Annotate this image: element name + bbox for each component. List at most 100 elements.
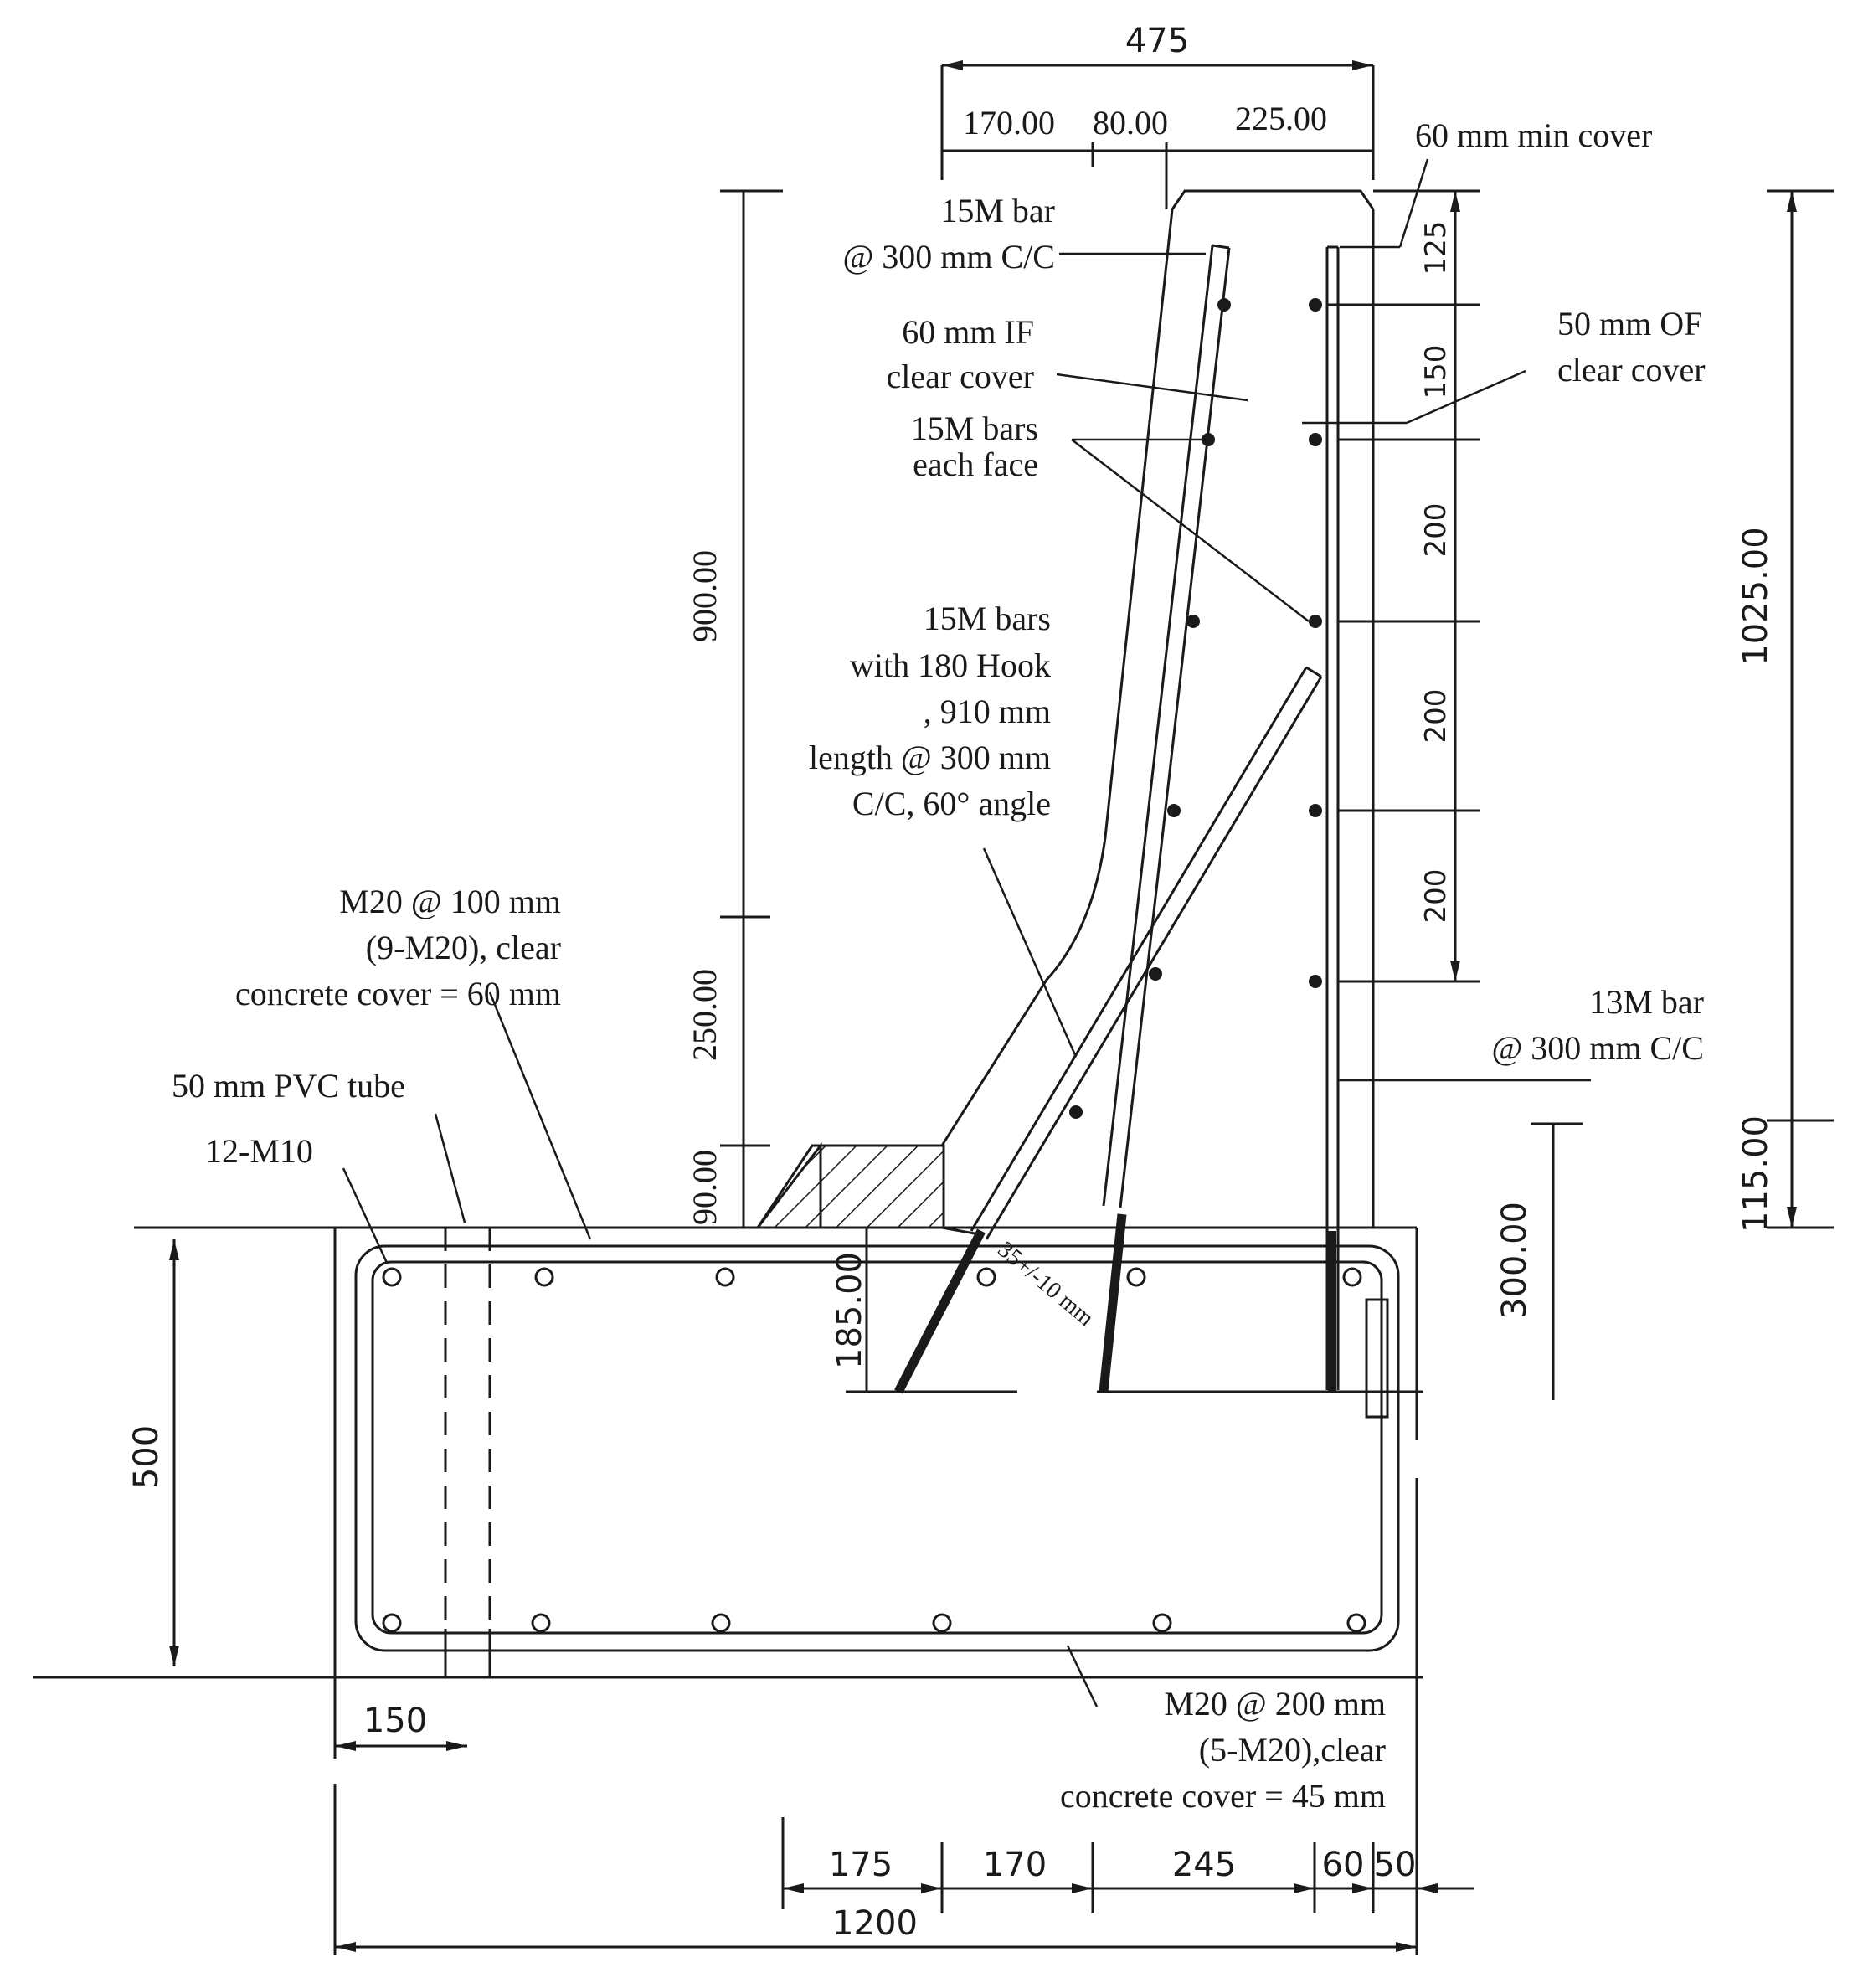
inclined-bar-b [1119, 247, 1231, 1208]
dim-spacing-200-b: 200 [1419, 689, 1453, 744]
dim-1200: 1200 [832, 1904, 918, 1943]
dim-170-bottom: 170 [983, 1846, 1047, 1884]
leader-lines [342, 158, 1591, 1707]
slab-bar-top [382, 1267, 402, 1287]
rebar-dot [1167, 804, 1181, 817]
leader-slab-bottom [1066, 1645, 1099, 1707]
rebar-dot [1309, 975, 1322, 988]
dim-150: 150 [363, 1702, 427, 1740]
hook-bar-anchor [894, 1228, 986, 1394]
label-top-bar-2: @ 300 mm C/C [842, 238, 1055, 276]
label-slab-top-2: (9-M20), clear [366, 929, 561, 966]
label-slab-bottom-3: concrete cover = 45 mm [1060, 1777, 1386, 1815]
rebar-dot [1069, 1105, 1083, 1119]
dim-475: 475 [1125, 22, 1189, 60]
arrowhead [1450, 191, 1460, 212]
hook-bar-cap [1305, 666, 1322, 678]
slab-bar-top [715, 1267, 735, 1287]
dim-175: 175 [829, 1846, 893, 1884]
leader-of-cover [1406, 369, 1526, 425]
inclined-bar-a [1102, 245, 1214, 1207]
arrowhead [169, 1239, 179, 1260]
rebar-dot [1309, 615, 1322, 628]
arrowhead [335, 1741, 356, 1751]
label-slab-top-3: concrete cover = 60 mm [235, 975, 561, 1012]
label-hook-1: 15M bars [924, 600, 1051, 637]
inclined-bar-anchor [1099, 1213, 1127, 1393]
slab-bar-bottom [382, 1613, 402, 1633]
arrowhead [1352, 60, 1373, 70]
dim-170: 170.00 [963, 104, 1055, 142]
rebar-dot [1149, 967, 1162, 981]
wall-front-face [940, 209, 1174, 1146]
rebar-dot [1217, 298, 1231, 312]
arrowhead [1072, 1883, 1093, 1893]
rebar-group [354, 244, 1400, 1677]
wall-cap [1171, 189, 1375, 210]
label-hook-5: C/C, 60° angle [852, 785, 1051, 822]
arrowhead [1787, 1207, 1797, 1228]
dim-50: 50 [1374, 1846, 1417, 1884]
slab-bar-top [976, 1267, 996, 1287]
slab-bar-top [1126, 1267, 1146, 1287]
slab-bar-bottom [711, 1613, 731, 1633]
arrowhead [446, 1741, 467, 1751]
arrowhead [1450, 961, 1460, 981]
dim-250: 250.00 [686, 969, 723, 1061]
arrowheads [169, 60, 1797, 1952]
arrowhead [1396, 1942, 1417, 1952]
rebar-dot [1186, 615, 1200, 628]
label-if-cover-2: clear cover [886, 358, 1034, 395]
dim-245: 245 [1172, 1846, 1236, 1884]
label-min-cover: 60 mm min cover [1415, 116, 1652, 154]
label-top-bar-1: 15M bar [940, 192, 1055, 229]
dim-225: 225.00 [1235, 100, 1327, 137]
dim-90: 90.00 [686, 1150, 723, 1225]
rebar-dot [1309, 804, 1322, 817]
dim-900: 900.00 [686, 550, 723, 642]
slab-bar-bottom [1152, 1613, 1172, 1633]
slab-bar-top [534, 1267, 554, 1287]
angle-tolerance: 35+/-10 mm [993, 1237, 1099, 1332]
label-stirrup-1: 13M bar [1589, 983, 1704, 1021]
label-hook-2: with 180 Hook [850, 646, 1051, 684]
dim-spacing-125: 125 [1419, 221, 1453, 276]
label-of-cover-1: 50 mm OF [1557, 305, 1702, 342]
hatched-pad-ramp [754, 1141, 822, 1229]
dim-1025: 1025.00 [1737, 527, 1775, 665]
dim-60: 60 [1322, 1846, 1365, 1884]
dim-spacing-200-c: 200 [1419, 869, 1453, 924]
hook-bar-b [985, 676, 1323, 1240]
label-each-face-2: each face [913, 445, 1038, 483]
dim-spacing-200-a: 200 [1419, 503, 1453, 558]
label-stirrup-2: @ 300 mm C/C [1491, 1029, 1704, 1067]
arrowhead [335, 1942, 356, 1952]
dim-115: 115.00 [1737, 1115, 1775, 1233]
slab-bar-bottom [932, 1613, 952, 1633]
label-of-cover-2: clear cover [1557, 351, 1706, 389]
leader-min-cover [1398, 158, 1429, 248]
label-hook-3: , 910 mm [924, 693, 1051, 730]
annotation-text: 60 mm min cover 15M bar @ 300 mm C/C 60 … [172, 116, 1706, 1815]
hook-bar-a [970, 667, 1308, 1232]
arrowhead [783, 1883, 804, 1893]
slab-bar-bottom [531, 1613, 551, 1633]
arrowhead [169, 1646, 179, 1666]
dim-80: 80.00 [1093, 104, 1168, 142]
slab-stirrup-inner [371, 1260, 1383, 1635]
leader-pvc [434, 1113, 466, 1223]
label-slab-bottom-1: M20 @ 200 mm [1164, 1685, 1386, 1723]
rebar-dot [1309, 298, 1322, 312]
leader-hook [982, 847, 1078, 1058]
dim-300: 300.00 [1495, 1202, 1534, 1319]
arrowhead [1352, 1883, 1373, 1893]
slab-bar-bottom [1346, 1613, 1366, 1633]
dim-spacing-150: 150 [1419, 345, 1453, 399]
arrowhead [1417, 1883, 1438, 1893]
dim-185: 185.00 [831, 1252, 869, 1369]
arrowhead [921, 1883, 942, 1893]
label-if-cover-1: 60 mm IF [902, 313, 1034, 351]
label-slab-bottom-2: (5-M20),clear [1199, 1731, 1386, 1769]
arrowhead [1787, 191, 1797, 212]
